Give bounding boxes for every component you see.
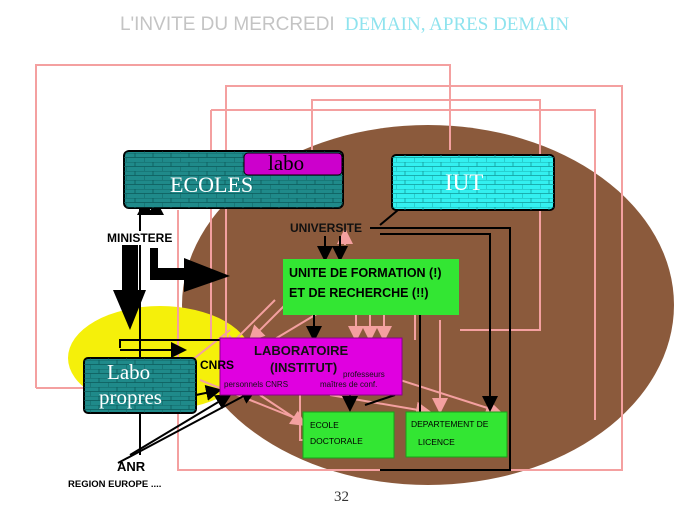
labo-tag — [243, 152, 343, 176]
laboratoire-label-line1: LABORATOIRE — [254, 343, 349, 358]
ecole-doctorale-label-line1: ECOLE — [310, 420, 339, 430]
region-europe-label: REGION EUROPE .... — [68, 479, 162, 490]
subtitle-text: DEMAIN, APRES DEMAIN — [344, 14, 570, 35]
anr-label: ANR — [117, 459, 146, 474]
personnels-cnrs-label: personnels CNRS — [224, 380, 289, 389]
ufr-box — [283, 259, 459, 315]
labo-propres-label-line1: Labo — [107, 360, 151, 384]
labo-propres-texture — [84, 358, 196, 413]
iut-texture — [392, 155, 554, 210]
laboratoire-label-line2: (INSTITUT) — [270, 360, 338, 375]
slide-title: L'INVITE DU MERCREDI DEMAIN, APRES DEMAIN — [0, 14, 689, 36]
page-number: 32 — [334, 489, 349, 505]
ministere-arrows — [113, 200, 230, 330]
maitres-de-conf-label: maîtres de conf. — [320, 380, 378, 389]
universite-label: UNIVERSITE — [290, 221, 363, 235]
departement-label-line2: LICENCE — [418, 437, 455, 447]
ecole-doctorale-box — [302, 411, 395, 459]
cnrs-label: CNRS — [200, 358, 235, 372]
ecoles-label: ECOLES — [170, 172, 254, 197]
departement-box — [405, 411, 508, 458]
ufr-label-line2: ET DE RECHERCHE (!!) — [289, 286, 429, 300]
ministere-label: MINISTERE — [107, 231, 173, 245]
ufr-label-line1: UNITE DE FORMATION (!) — [289, 266, 442, 280]
departement-label-line1: DEPARTEMENT DE — [411, 419, 489, 429]
title-text: L'INVITE DU MERCREDI — [119, 14, 335, 35]
laboratoire-box — [219, 337, 403, 396]
labo-tag-label: labo — [268, 151, 305, 175]
iut-label: IUT — [445, 170, 484, 195]
professeurs-label: professeurs — [343, 370, 385, 379]
labo-propres-label-line2: propres — [99, 385, 162, 409]
ecole-doctorale-label-line2: DOCTORALE — [310, 436, 363, 446]
